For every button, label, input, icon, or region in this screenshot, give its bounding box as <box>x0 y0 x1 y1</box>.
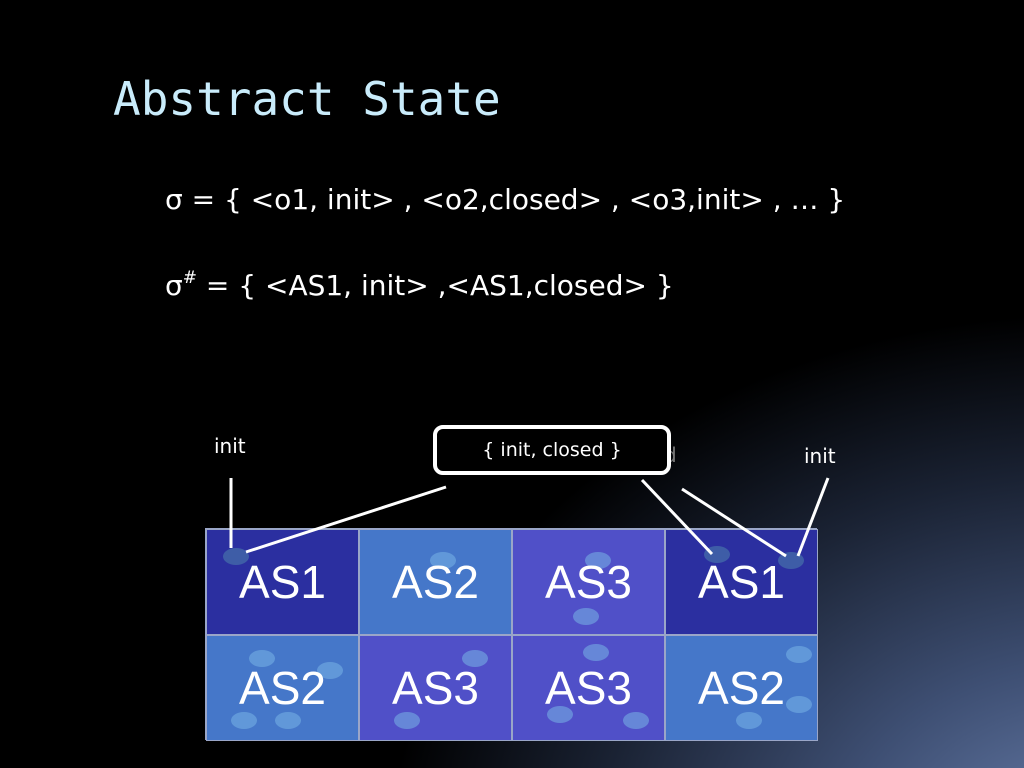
object-blob <box>623 712 649 729</box>
object-blob <box>231 712 257 729</box>
object-blob <box>249 650 275 667</box>
object-grid: AS1 AS2 AS3 AS1 AS2 AS3 AS3 AS2 <box>205 528 818 741</box>
cell-label: AS2 <box>392 556 479 608</box>
object-blob <box>394 712 420 729</box>
abstract-state-set: = { <AS1, init> ,<AS1,closed> } <box>197 269 674 302</box>
object-blob <box>430 552 456 569</box>
cell-label: AS3 <box>545 556 632 608</box>
object-blob <box>736 712 762 729</box>
abstract-state-formula: σ# = { <AS1, init> ,<AS1,closed> } <box>165 268 674 302</box>
grid-cell: AS3 <box>512 635 665 741</box>
object-blob <box>583 644 609 661</box>
state-set-callout: { init, closed } <box>433 425 671 475</box>
sigma-symbol: σ <box>165 269 183 302</box>
object-blob <box>317 662 343 679</box>
grid-cell: AS3 <box>512 529 665 635</box>
concrete-state-formula: σ = { <o1, init> , <o2,closed> , <o3,ini… <box>165 183 846 216</box>
object-blob <box>223 548 249 565</box>
object-blob <box>275 712 301 729</box>
grid-cell: AS1 <box>665 529 818 635</box>
object-blob <box>585 552 611 569</box>
grid-cell: AS2 <box>206 635 359 741</box>
hash-superscript: # <box>182 268 197 288</box>
object-blob <box>786 696 812 713</box>
cell-label: AS2 <box>239 662 326 714</box>
object-blob <box>786 646 812 663</box>
init-label-left: init <box>214 434 246 458</box>
cell-label: AS2 <box>698 662 785 714</box>
object-blob <box>462 650 488 667</box>
grid-cell: AS2 <box>359 529 512 635</box>
cell-label: AS3 <box>545 662 632 714</box>
grid-cell: AS2 <box>665 635 818 741</box>
object-blob <box>573 608 599 625</box>
init-label-right: init <box>804 444 836 468</box>
object-blob <box>547 706 573 723</box>
grid-cell: AS3 <box>359 635 512 741</box>
cell-label: AS1 <box>239 556 326 608</box>
cell-label: AS3 <box>392 662 479 714</box>
slide-title: Abstract State <box>113 72 501 126</box>
grid-cell: AS1 <box>206 529 359 635</box>
cell-label: AS1 <box>698 556 785 608</box>
